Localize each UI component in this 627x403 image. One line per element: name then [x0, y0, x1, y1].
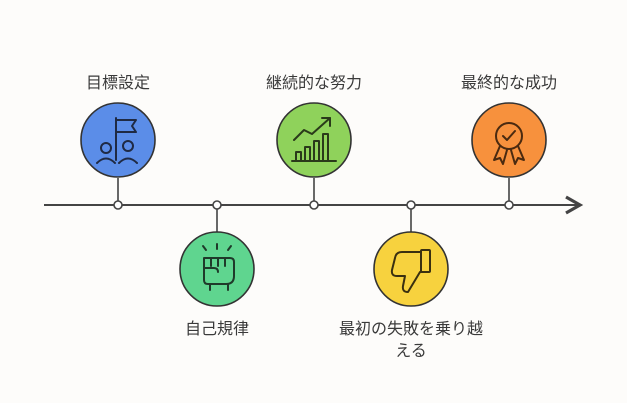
growth-chart-icon [291, 117, 337, 162]
timeline-node [212, 200, 222, 210]
milestone-label-goal-setting: 目標設定 [85, 73, 150, 92]
milestone-label-self-discipline: 自己規律 [184, 319, 249, 338]
milestone-overcoming-failure [373, 200, 449, 307]
milestone-self-discipline [179, 200, 255, 307]
timeline-node [406, 200, 416, 210]
milestone-label-final-success: 最終的な成功 [460, 73, 557, 92]
final-success-badge [471, 102, 547, 178]
raised-fist-icon [202, 243, 235, 291]
goal-setting-icon [96, 117, 138, 164]
award-badge-icon [493, 122, 525, 165]
goal-setting-badge [80, 102, 156, 178]
milestone-continuous-effort [276, 102, 352, 210]
milestone-goal-setting [80, 102, 156, 210]
milestone-final-success [471, 102, 547, 210]
timeline-node [113, 200, 123, 210]
milestone-label-overcoming-failure: 最初の失敗を乗り越える [339, 319, 484, 360]
thumbs-down-icon [390, 249, 431, 293]
milestone-label-continuous-effort: 継続的な努力 [265, 73, 362, 92]
timeline-node [309, 200, 319, 210]
overcoming-failure-badge [373, 231, 449, 307]
timeline-node [504, 200, 514, 210]
